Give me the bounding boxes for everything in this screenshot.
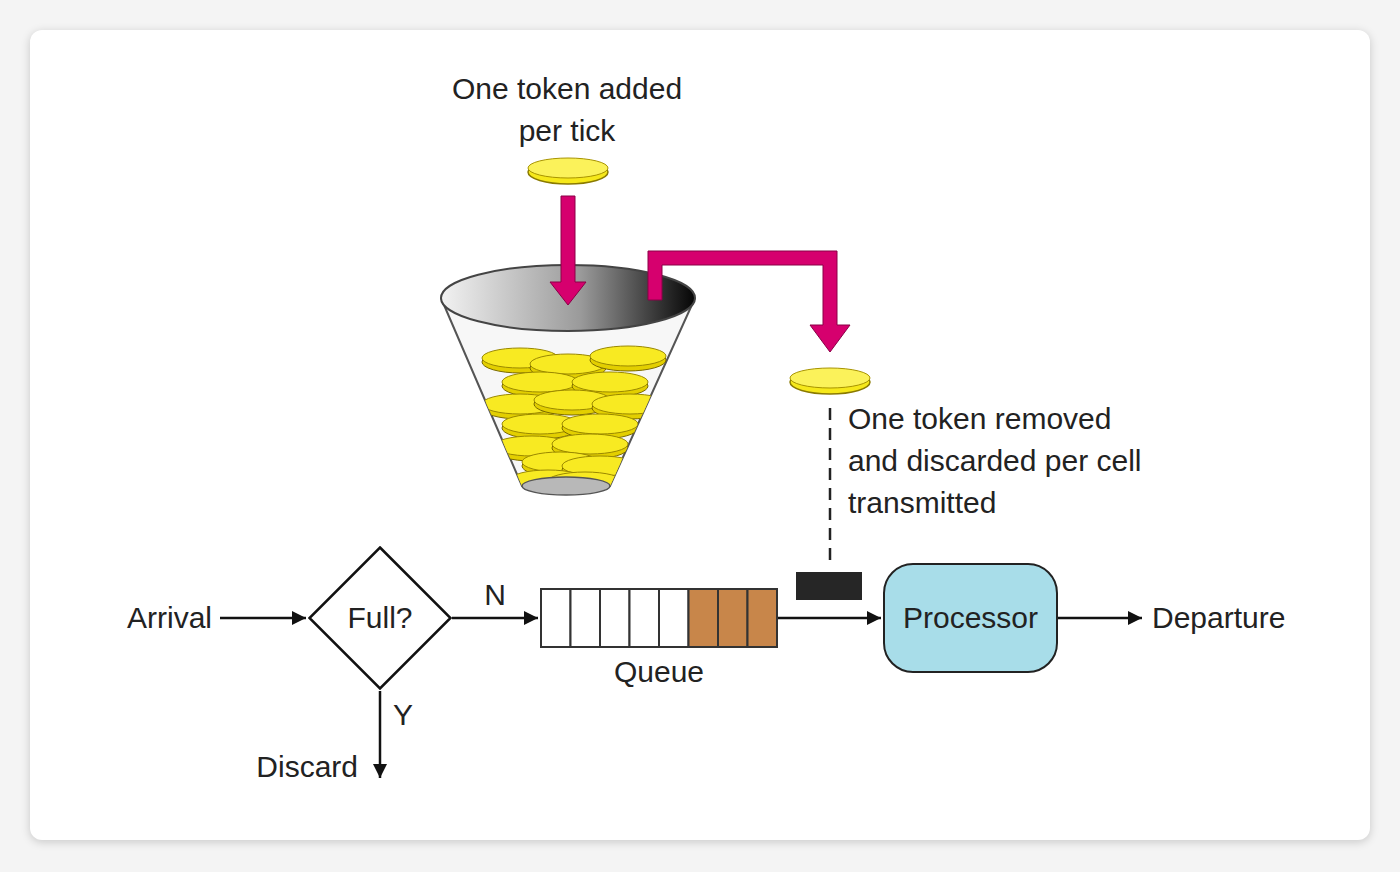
- token-top: [528, 158, 608, 178]
- label: Discard: [256, 746, 358, 788]
- token-top: [790, 368, 870, 388]
- bucket-bottom: [522, 477, 610, 495]
- label: Departure: [1152, 597, 1285, 639]
- token-in-arrow: [550, 196, 586, 305]
- label: Y: [393, 694, 413, 736]
- process-box: Processor: [883, 563, 1058, 673]
- arrival-arrow: [220, 617, 306, 620]
- dashed-leader: [829, 408, 832, 568]
- decision-diamond: Full?: [308, 546, 452, 690]
- coin: [590, 346, 666, 371]
- coin-pile: [482, 346, 668, 497]
- label: Arrival: [127, 597, 212, 639]
- connector: [778, 617, 881, 620]
- queue-cells: [540, 588, 778, 648]
- queue-label: Queue: [540, 654, 778, 690]
- node-text: Full?: [347, 600, 412, 636]
- discard-arrow: [379, 691, 382, 778]
- label: One token added per tick: [442, 68, 692, 152]
- card-background: [30, 30, 1370, 840]
- cell: [796, 572, 862, 600]
- edge-label: N: [481, 578, 509, 612]
- token-out-arrow: [648, 251, 850, 352]
- departure-arrow: [1058, 617, 1142, 620]
- queue-buffer: Queue: [540, 588, 778, 648]
- connector: [452, 617, 538, 620]
- label: One token removed and discarded per cell…: [848, 398, 1148, 524]
- node-text: Processor: [903, 600, 1038, 636]
